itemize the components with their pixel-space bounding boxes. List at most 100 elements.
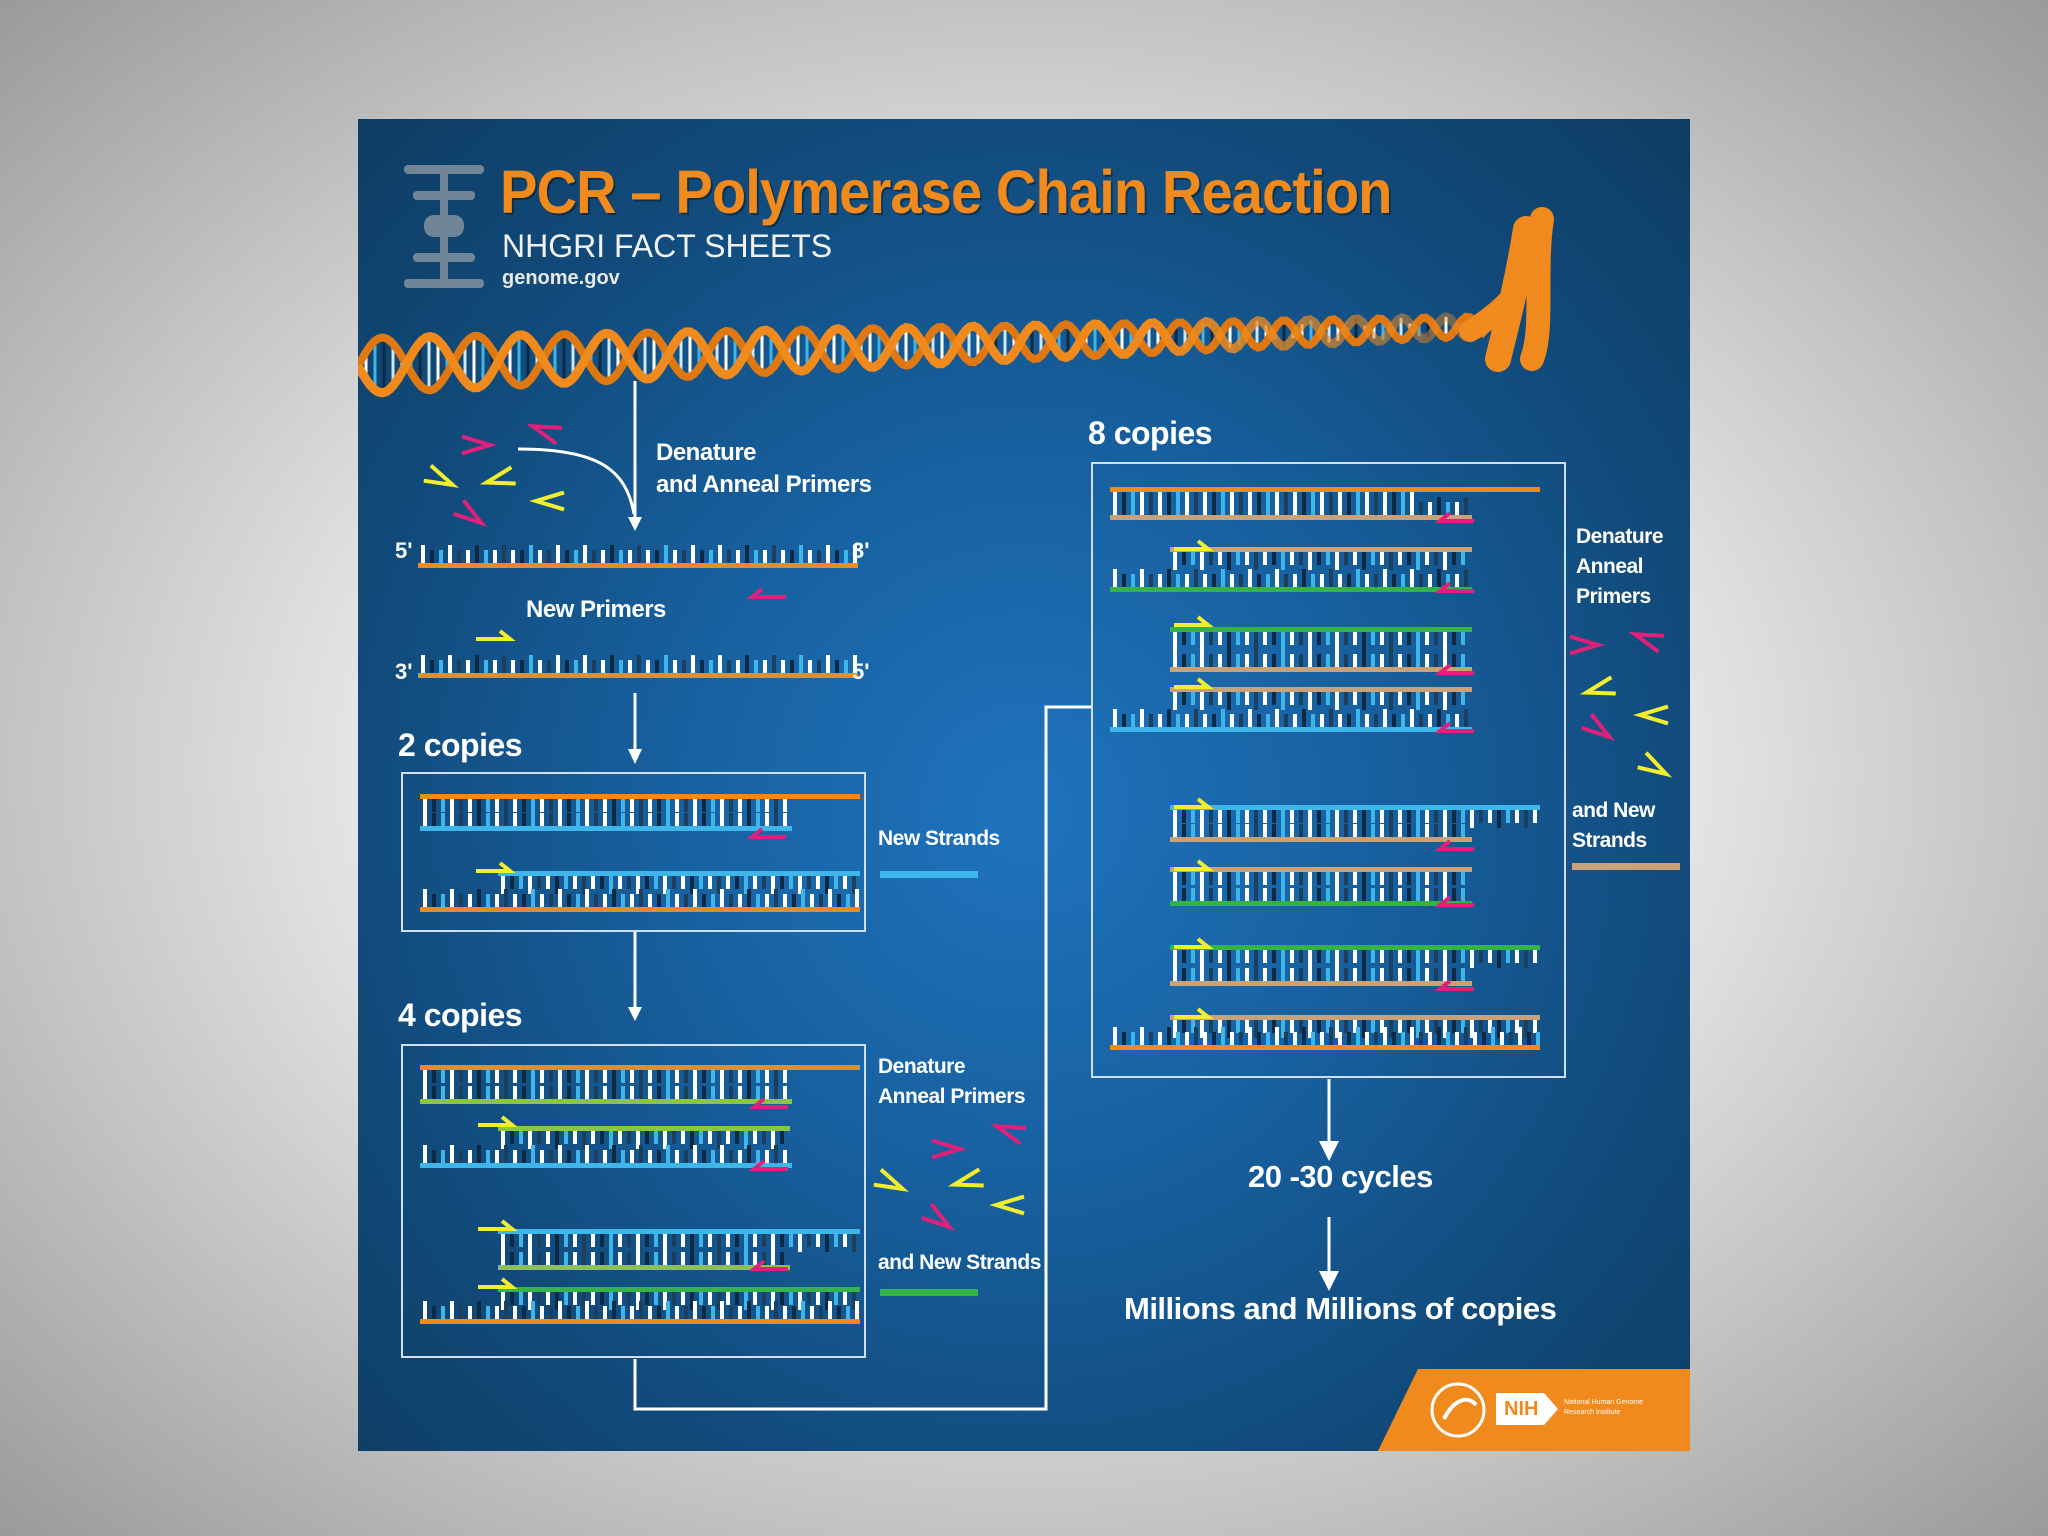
dna-base xyxy=(1533,1020,1537,1033)
dna-base xyxy=(1479,810,1483,823)
primer-arrow xyxy=(1174,677,1214,689)
dna-base xyxy=(1425,654,1429,667)
dna-base xyxy=(486,1086,490,1099)
dna-base xyxy=(546,1234,550,1247)
dna-base xyxy=(621,1306,625,1319)
dna-base xyxy=(549,1306,553,1319)
dna-base xyxy=(1167,709,1171,727)
dna-base xyxy=(735,1292,739,1305)
dna-base xyxy=(630,1070,634,1083)
dna-base xyxy=(657,1306,661,1319)
dna-base xyxy=(1200,883,1204,901)
dna-base xyxy=(1347,714,1351,727)
dna-base xyxy=(1200,950,1204,968)
dna-base xyxy=(1392,574,1396,587)
box-8-copies xyxy=(1091,462,1566,1078)
dna-base xyxy=(690,1292,694,1310)
dna-base xyxy=(1356,709,1360,727)
dna-base xyxy=(1212,492,1216,505)
dna-base xyxy=(738,1306,742,1319)
dna-base xyxy=(1236,632,1240,645)
dna-base xyxy=(826,545,830,563)
dna-base xyxy=(1461,810,1465,823)
dna-base xyxy=(1245,632,1249,645)
dna-base xyxy=(756,1306,760,1319)
primer-chevron xyxy=(931,1138,967,1160)
dna-strand xyxy=(1170,901,1472,906)
primer-chevron xyxy=(989,1194,1025,1216)
dna-base xyxy=(666,808,670,826)
dna-base xyxy=(835,550,839,563)
dna-base xyxy=(612,1070,616,1088)
dna-base xyxy=(702,813,706,826)
dna-base xyxy=(1326,552,1330,565)
dna-base xyxy=(594,1086,598,1099)
dna-base xyxy=(1371,968,1375,981)
dna-base xyxy=(1410,709,1414,727)
dna-base xyxy=(1212,1032,1216,1045)
dna-base xyxy=(1185,574,1189,587)
dna-base xyxy=(1254,1020,1258,1038)
dna-base xyxy=(771,1234,775,1252)
dna-base xyxy=(744,1131,748,1149)
primer-arrow xyxy=(1434,839,1474,851)
dna-base xyxy=(756,813,760,826)
dna-base xyxy=(547,660,551,673)
dna-base xyxy=(799,545,803,563)
dna-base xyxy=(457,550,461,563)
dna-base xyxy=(639,1145,643,1163)
dna-base xyxy=(720,1145,724,1163)
dna-base xyxy=(522,894,526,907)
dna-base xyxy=(1353,824,1357,837)
dna-strand xyxy=(1110,727,1472,732)
dna-base xyxy=(573,1234,577,1247)
dna-base xyxy=(1344,968,1348,981)
dna-base xyxy=(556,545,560,563)
dna-base xyxy=(573,1252,577,1265)
dna-base xyxy=(1461,888,1465,901)
dna-base xyxy=(1371,888,1375,901)
dna-base xyxy=(555,876,559,894)
primer-arrow xyxy=(1174,1007,1214,1019)
dna-base xyxy=(1209,872,1213,885)
dna-base xyxy=(681,1252,685,1265)
dna-base xyxy=(672,1252,676,1265)
dna-base xyxy=(441,1150,445,1163)
dna-base xyxy=(495,1086,499,1099)
dna-base xyxy=(1452,968,1456,981)
dna-base xyxy=(1329,497,1333,515)
dna-base xyxy=(1383,709,1387,727)
dna-base xyxy=(636,1247,640,1265)
dna-base xyxy=(1434,552,1438,565)
dna-base xyxy=(495,1150,499,1163)
dna-base xyxy=(1434,1020,1438,1033)
dna-base xyxy=(1140,569,1144,587)
dna-base xyxy=(1182,810,1186,823)
dna-base xyxy=(1173,632,1177,650)
dna-base xyxy=(1488,950,1492,963)
dna-base xyxy=(459,1150,463,1163)
dna-base xyxy=(736,660,740,673)
dna-base xyxy=(1203,574,1207,587)
dna-base xyxy=(1140,709,1144,727)
dna-base xyxy=(792,1306,796,1319)
dna-base xyxy=(1353,888,1357,901)
dna-base xyxy=(1410,569,1414,587)
dna-base xyxy=(1209,950,1213,963)
dna-base xyxy=(1410,497,1414,515)
dna-base xyxy=(1497,810,1501,828)
dna-base xyxy=(693,889,697,907)
dna-base xyxy=(655,550,659,563)
dna-base xyxy=(1275,709,1279,727)
dna-base xyxy=(486,1306,490,1319)
dna-base xyxy=(673,660,677,673)
dna-base xyxy=(1416,649,1420,667)
dna-base xyxy=(763,550,767,563)
dna-base xyxy=(675,1306,679,1319)
dna-base xyxy=(657,813,661,826)
dna-base xyxy=(1308,819,1312,837)
dna-base xyxy=(1500,1032,1504,1045)
dna-base xyxy=(682,550,686,563)
dna-base xyxy=(1461,552,1465,565)
dna-base xyxy=(567,1070,571,1083)
